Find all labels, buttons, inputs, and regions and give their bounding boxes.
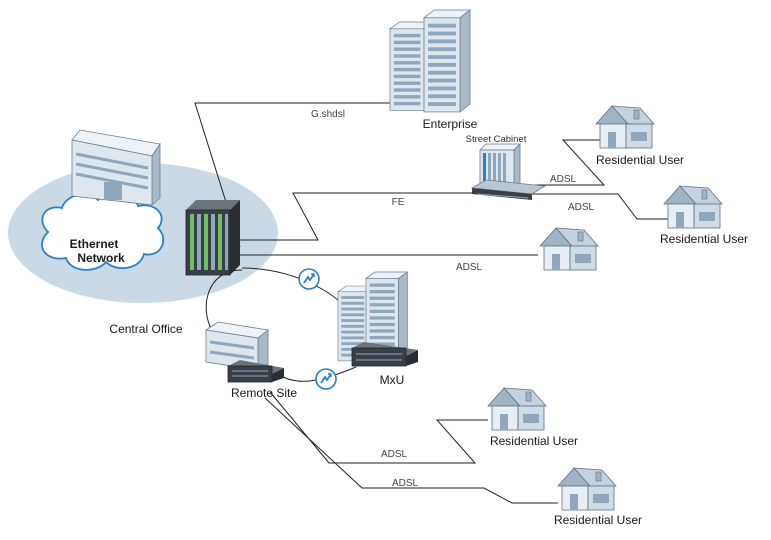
central-office-switch — [185, 200, 240, 276]
street-cabinet-icon — [470, 143, 547, 200]
residential-user-label-4: Residential User — [554, 513, 642, 527]
ethernet-network-label-2: Network — [77, 251, 125, 265]
residential-user-label-2: Residential User — [660, 232, 748, 246]
link-adsl-remote-2 — [264, 397, 558, 504]
wireless-link-icon-2 — [315, 368, 337, 390]
house-icon-4 — [487, 387, 547, 431]
central-office-label: Central Office — [109, 322, 182, 336]
link-adsl-remote-1 — [269, 391, 488, 464]
link-label-adsl-remote-2: ADSL — [392, 478, 419, 489]
link-ring-bottom — [282, 366, 357, 382]
wireless-link-icon-1 — [298, 268, 320, 290]
link-label-adsl-cabinet-2: ADSL — [568, 202, 595, 213]
link-label-gshdsl: G.shdsl — [311, 109, 345, 120]
link-label-adsl-central: ADSL — [456, 262, 483, 273]
mxu-label: MxU — [380, 373, 405, 387]
remote-site-label: Remote Site — [231, 386, 297, 400]
remote-site-icon — [204, 321, 284, 383]
ethernet-network-label-1: Ethernet — [70, 237, 119, 251]
enterprise-server-icon — [389, 9, 471, 113]
link-adsl-cabinet-1 — [520, 139, 606, 186]
link-label-fe: FE — [392, 197, 405, 208]
enterprise-label: Enterprise — [423, 117, 478, 131]
link-label-adsl-cabinet-1: ADSL — [550, 174, 577, 185]
house-icon-2 — [663, 185, 723, 229]
residential-user-label-1: Residential User — [596, 153, 684, 167]
residential-user-label-3: Residential User — [490, 434, 578, 448]
house-icon-3 — [539, 227, 599, 271]
mxu-server-icon — [337, 271, 418, 367]
house-icon-5 — [557, 467, 617, 511]
link-gshdsl — [194, 102, 392, 248]
house-icon-1 — [595, 105, 655, 149]
office-building-icon — [71, 129, 161, 206]
street-cabinet-label: Street Cabinet — [466, 134, 527, 145]
link-adsl-cabinet-2 — [520, 193, 668, 220]
ethernet-network-cloud: Ethernet Network — [41, 192, 165, 271]
link-fe-cabinet — [240, 192, 478, 241]
link-label-adsl-remote-1: ADSL — [381, 449, 408, 460]
network-links — [194, 102, 668, 504]
